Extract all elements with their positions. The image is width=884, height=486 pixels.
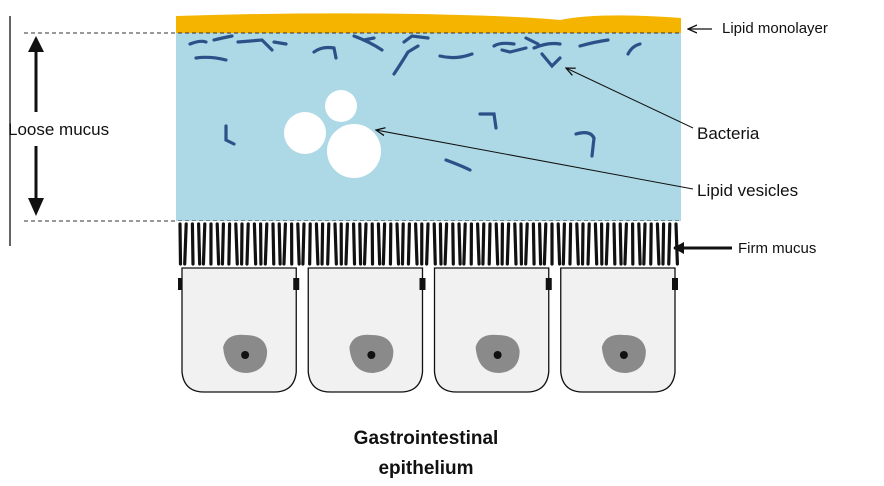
lipid-vesicle [327,124,381,178]
microvillus [298,224,299,264]
microvillus [639,224,640,264]
nucleolus [367,351,375,359]
cell-body [435,268,549,392]
microvillus [644,224,645,264]
microvillus [489,224,490,264]
epithelial-cell [561,268,678,392]
epithelial-cell [435,268,552,392]
microvillus [440,224,441,264]
microvillus [279,224,280,264]
microvillus [588,224,589,264]
microvillus [657,224,658,264]
microvillus [383,224,384,264]
microvillus [416,224,417,264]
bacterium [364,38,374,40]
epithelial-cell [182,268,299,392]
bacteria-label: Bacteria [697,124,760,143]
lipid-vesicle [284,112,326,154]
cell-body [182,268,296,392]
lipid-vesicle [325,90,357,122]
tight-junction [420,278,426,290]
microvillus [614,224,615,264]
microvillus [273,224,274,264]
bacterium [274,42,286,44]
microvillus [478,224,479,264]
microvillus [507,224,508,264]
microvillus [322,224,323,264]
microvillus [544,224,545,264]
microvillus [676,224,677,264]
loose-mucus-label: Loose mucus [8,120,109,139]
microvillus [360,224,361,264]
microvillus [408,224,409,264]
microvillus [563,224,564,264]
nucleolus [494,351,502,359]
microvillus [222,224,223,264]
microvillus [434,224,435,264]
microvillus [346,224,347,264]
microvillus [284,224,285,264]
microvillus [558,224,559,264]
tight-junction [672,278,678,290]
microvillus [192,224,193,264]
microvillus [316,224,318,264]
loose-mucus-layer [176,33,681,221]
microvillus [625,224,626,264]
microvillus [303,224,304,264]
microvillus [453,224,454,264]
microvillus [378,224,379,264]
lipid-vesicles-label: Lipid vesicles [697,181,798,200]
microvillus [199,224,200,264]
firm-mucus-label: Firm mucus [738,240,816,257]
microvillus [402,224,403,264]
microvillus [540,224,541,264]
microvillus [247,224,248,264]
microvillus [533,224,534,264]
microvillus [515,224,516,264]
microvillus [335,224,336,264]
microvillus [265,224,266,264]
epithelial-cell [308,268,425,392]
microvillus [669,224,670,264]
microvillus [459,224,460,264]
microvillus [577,224,578,264]
microvillus [365,224,366,264]
epithelial-cells-group [178,268,678,392]
microvillus [427,224,428,264]
lipid-monolayer-band [176,13,681,33]
microvillus [483,224,484,264]
nucleolus [620,351,628,359]
microvillus [445,224,446,264]
microvillus [254,224,255,264]
tight-junction [546,278,552,290]
lipid-monolayer-label: Lipid monolayer [722,20,828,37]
microvillus [310,224,311,264]
caption-line-1: Gastrointestinal [354,428,499,449]
microvillus [354,224,355,264]
tight-junction [178,278,182,290]
microvillus [229,224,230,264]
microvillus [595,224,596,264]
microvillus [203,224,204,264]
microvillus [185,224,186,264]
microvillus [526,224,527,264]
microvillus [620,224,621,264]
microvillus [464,224,465,264]
microvillus [570,224,571,264]
microvillus [217,224,218,264]
nucleolus [241,351,249,359]
microvillus [397,224,398,264]
microvillus [663,224,664,264]
tight-junction [293,278,299,290]
caption-line-2: epithelium [378,458,473,479]
microvillus [236,224,237,264]
cell-body [561,268,675,392]
microvillus [496,224,497,264]
microvillus [606,224,607,264]
microvillus [328,224,329,264]
cell-body [308,268,422,392]
